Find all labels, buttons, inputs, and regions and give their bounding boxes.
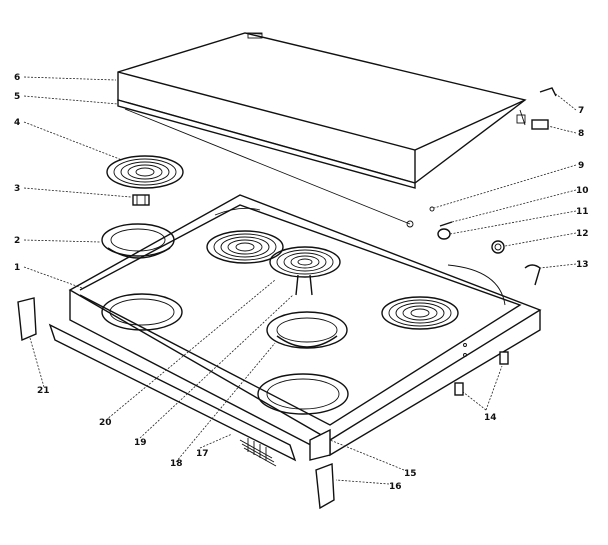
callout-labels: 6 5 4 3 2 1 7 8 9 10 11 12 13 14 15 16 1… xyxy=(14,73,589,492)
leader-lines xyxy=(23,76,577,485)
clips-14 xyxy=(454,351,509,396)
coil-element-lifted xyxy=(269,246,341,296)
callout-5: 5 xyxy=(14,92,20,102)
side-trim-15 xyxy=(309,428,331,461)
bracket-13 xyxy=(524,264,541,286)
front-control-strip xyxy=(48,323,297,467)
burner-opening-front-right xyxy=(257,373,349,415)
grommet-12 xyxy=(491,240,505,254)
loose-coil-element xyxy=(106,155,184,189)
cooktop-frame xyxy=(68,194,542,457)
callout-15: 15 xyxy=(404,469,417,479)
callout-3: 3 xyxy=(14,184,20,194)
callout-2: 2 xyxy=(14,236,20,246)
top-panel-lid xyxy=(117,32,527,184)
clip-7 xyxy=(539,87,557,97)
callout-8: 8 xyxy=(578,129,584,139)
callout-11: 11 xyxy=(576,207,589,217)
burner-opening-front-left xyxy=(101,293,183,331)
screw-10 xyxy=(439,221,453,227)
callout-10: 10 xyxy=(576,186,589,196)
callout-4: 4 xyxy=(14,118,20,128)
callout-20: 20 xyxy=(99,418,112,428)
grommet-11 xyxy=(437,228,451,240)
trim-strip xyxy=(117,99,416,228)
callout-16: 16 xyxy=(389,482,402,492)
callout-6: 6 xyxy=(14,73,20,83)
bracket-8 xyxy=(516,109,549,130)
drip-pan-center xyxy=(266,311,348,349)
leg-right-16 xyxy=(315,463,335,510)
callout-17: 17 xyxy=(196,449,209,459)
coil-element-rear-right xyxy=(381,296,459,330)
callout-19: 19 xyxy=(134,438,147,448)
callout-13: 13 xyxy=(576,260,589,270)
screw-9 xyxy=(429,206,435,212)
callout-7: 7 xyxy=(578,106,584,116)
callout-21: 21 xyxy=(37,386,50,396)
receptacle-block xyxy=(132,194,150,206)
callout-18: 18 xyxy=(170,459,183,469)
callout-1: 1 xyxy=(14,263,20,273)
callout-12: 12 xyxy=(576,229,589,239)
callout-9: 9 xyxy=(578,161,584,171)
coil-element-rear-left xyxy=(206,230,284,264)
leg-left-21 xyxy=(17,297,37,342)
callout-14: 14 xyxy=(484,413,497,423)
loose-drip-pan xyxy=(101,223,175,259)
